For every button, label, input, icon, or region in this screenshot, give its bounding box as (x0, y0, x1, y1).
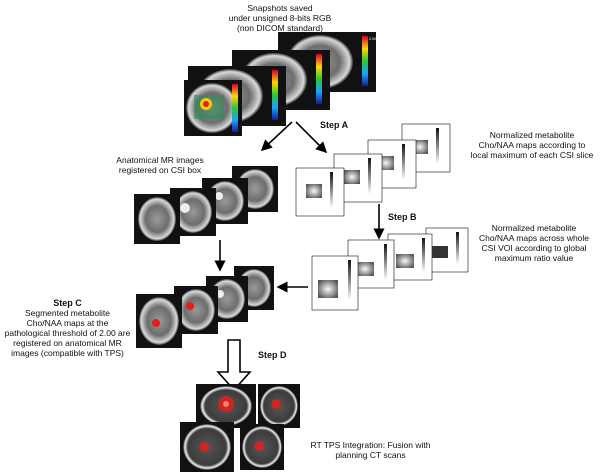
ct-slice (240, 424, 284, 470)
segmented-slice (136, 294, 182, 348)
local-max-map-stack (295, 123, 451, 217)
step-c-label: Step C (53, 298, 82, 308)
local-max-caption: Normalized metabolite Cho/NAA maps accor… (470, 130, 594, 160)
ct-fusion-group (180, 384, 300, 472)
step-a-label: Step A (320, 120, 349, 130)
csi-snapshot (184, 80, 242, 136)
step-a-arrow-left (260, 121, 293, 152)
csi-snapshot-stack: 2.00 (184, 32, 376, 136)
normalized-map (311, 255, 359, 311)
anatomical-mr-stack (134, 166, 278, 244)
ct-slice (196, 384, 256, 428)
step-d-label: Step D (258, 350, 287, 360)
segmented-mr-stack (136, 266, 274, 348)
global-max-caption: Normalized metabolite Cho/NAA maps acros… (478, 223, 590, 263)
normalized-map (387, 233, 433, 281)
anatomical-caption: Anatomical MR images registered on CSI b… (116, 155, 204, 175)
step-d-arrow (216, 339, 252, 392)
ct-slice (180, 422, 234, 472)
step-a-arrow-right (295, 121, 328, 154)
snapshots-caption: Snapshots saved under unsigned 8-bits RG… (228, 3, 332, 33)
mr-slice (134, 194, 180, 244)
tps-caption: RT TPS Integration: Fusion with planning… (310, 440, 431, 460)
normalized-map (425, 227, 469, 273)
segmented-caption: Step C Segmented metabolite Cho/NAA maps… (0, 298, 135, 358)
normalized-map (295, 167, 345, 217)
step-b-label: Step B (388, 212, 417, 222)
global-max-map-stack (311, 227, 469, 311)
ct-slice (258, 384, 300, 428)
colorbar-top-label: 2.00 (369, 37, 376, 41)
